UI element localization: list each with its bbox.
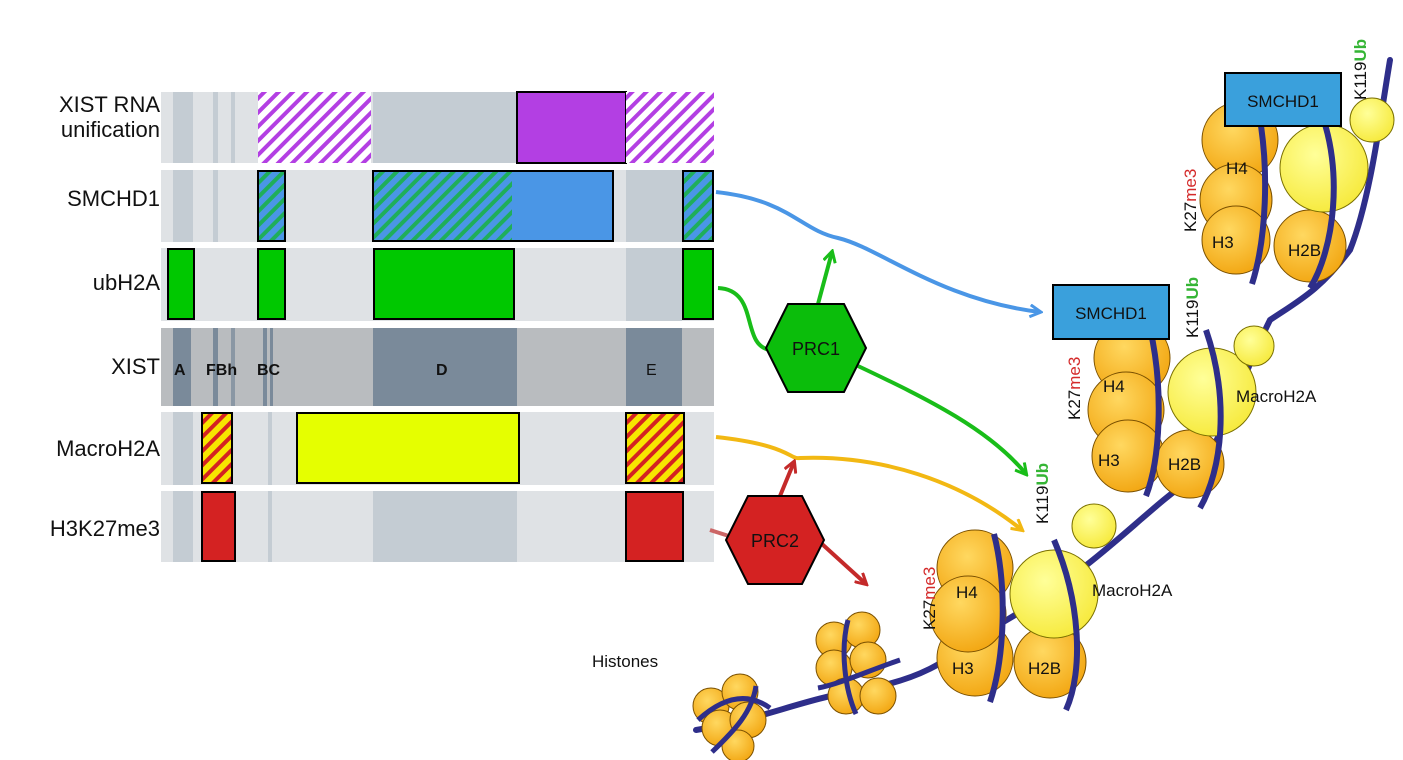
nucleosome-bottom-h2b: H2B — [1028, 659, 1061, 678]
row-label-ubh2a: ubH2A — [92, 270, 160, 295]
track-smchd1 — [161, 170, 714, 242]
nucleosome-bottom-mark-k119: K119Ub — [1033, 463, 1052, 524]
xist-region-fbh: FBh — [206, 362, 237, 379]
nucleosome-top-h4: H4 — [1226, 159, 1248, 178]
track-xist — [161, 328, 714, 406]
nucleosome-middle-h3: H3 — [1098, 451, 1120, 470]
xist-region-e: E — [646, 362, 657, 379]
nucleosome-bottom-h4: H4 — [956, 583, 978, 602]
xist-region-bc: BC — [257, 362, 281, 379]
track-h3k27me3 — [161, 491, 714, 562]
nucleosome-bottom-h3: H3 — [952, 659, 974, 678]
nucleosome-bottom — [929, 503, 1117, 712]
nucleosome-middle-mark-k119: K119Ub — [1183, 277, 1202, 338]
nucleosome-middle-mark-k27: K27me3 — [1065, 357, 1084, 420]
smchd1-box-middle-label: SMCHD1 — [1075, 304, 1147, 323]
xist-region-a: A — [174, 362, 186, 379]
prc1-to-smchd1-arrow — [816, 252, 832, 305]
nucleosome-top-h2b: H2B — [1288, 241, 1321, 260]
row-label-xist: XIST — [111, 354, 160, 379]
prc1-to-nucleosome-arrow — [857, 364, 1026, 474]
macroh2a-arrow — [715, 435, 1022, 530]
small-nucleosome-1 — [692, 673, 772, 760]
prc2-complex: PRC2 — [724, 495, 826, 585]
smchd1-box-top-label: SMCHD1 — [1247, 92, 1319, 111]
row-label-macroh2a: MacroH2A — [56, 436, 160, 461]
ubh2a-to-prc1-arrow — [717, 286, 771, 352]
nucleosome-top-h3: H3 — [1212, 233, 1234, 252]
nucleosome-top-mark-k119: K119Ub — [1351, 39, 1370, 100]
histones-label: Histones — [592, 652, 659, 671]
prc1-label: PRC1 — [792, 339, 840, 359]
prc2-label: PRC2 — [751, 531, 799, 551]
smchd1-arrow — [715, 190, 1040, 312]
prc2-output-arrow — [820, 542, 866, 584]
track-xist-rna-unification — [161, 91, 714, 164]
row-label-smchd1: SMCHD1 — [67, 186, 160, 211]
row-label-xist-rna-unification: XIST RNA unification — [58, 92, 160, 143]
small-nucleosome-2 — [815, 611, 901, 716]
nucleosome-middle-h2b: H2B — [1168, 455, 1201, 474]
prc1-complex: PRC1 — [764, 303, 868, 393]
nucleosome-middle — [1087, 319, 1275, 510]
nucleosome-top-mark-k27: K27me3 — [1181, 169, 1200, 232]
nucleosome-bottom-mark-k27: K27me3 — [920, 567, 939, 630]
track-ubh2a — [161, 248, 714, 321]
smchd1-box-top: SMCHD1 — [1224, 72, 1342, 127]
xist-region-d: D — [436, 362, 448, 379]
nucleosome-middle-macroh2a: MacroH2A — [1236, 387, 1317, 406]
track-macroh2a — [161, 412, 714, 485]
smchd1-box-middle: SMCHD1 — [1052, 284, 1170, 340]
nucleosome-bottom-macroh2a: MacroH2A — [1092, 581, 1173, 600]
nucleosome-middle-h4: H4 — [1103, 377, 1125, 396]
row-label-h3k27me3: H3K27me3 — [49, 516, 160, 541]
prc2-to-macroh2a-arrow — [778, 462, 794, 497]
